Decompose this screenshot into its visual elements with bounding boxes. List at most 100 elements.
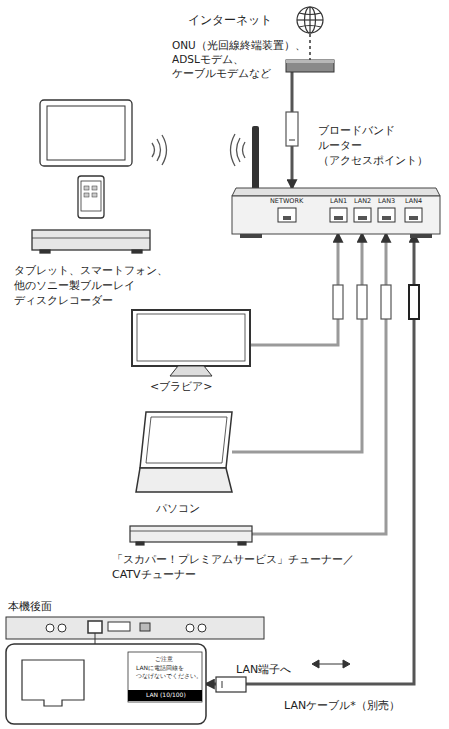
drawing-part <box>40 100 132 166</box>
drawing-part <box>381 285 391 319</box>
drawing-part <box>286 112 298 146</box>
port-label: LAN4 <box>405 197 422 206</box>
port-label: LAN1 <box>330 197 347 206</box>
drawing-part <box>221 681 222 688</box>
drawing-part <box>32 230 150 250</box>
drawing-part <box>410 234 432 238</box>
lan-plugs <box>216 112 419 692</box>
drawing-part <box>278 208 296 222</box>
drawing-part <box>286 60 334 63</box>
cable-connector <box>250 234 338 345</box>
unit-rear-panel <box>6 617 264 644</box>
node-label: <ブラビア> <box>150 380 212 395</box>
drawing-part <box>46 624 54 632</box>
lan-port-inset <box>6 644 206 724</box>
drawing-part <box>232 196 440 234</box>
laptop-icon <box>136 412 232 492</box>
drawing-part <box>283 216 291 220</box>
drawing-part <box>81 181 101 211</box>
cable-label: LANケーブル*（別売） <box>282 698 402 713</box>
node-label: ONU（光回線終端装置）、 ADSLモデム、 ケーブルモデムなど <box>172 38 312 81</box>
globe-icon <box>297 7 323 33</box>
tv-node: <ブラビア> <box>132 310 250 376</box>
drawing-part <box>409 285 419 319</box>
drawing-part <box>40 250 50 253</box>
drawing-part <box>382 216 391 220</box>
drawing-part <box>297 7 323 33</box>
drawing-part <box>132 250 142 253</box>
inset-node: ご注意LANに電話回線を つなげないでください。 LAN (10/100) <box>6 644 206 724</box>
unit-node: 本機後面 <box>6 617 264 639</box>
drawing-part <box>243 142 246 158</box>
node-label: 本機後面 <box>8 600 52 615</box>
node-label: タブレット、スマートフォン、 他のソニー製ブルーレイ ディスクレコーダー <box>14 264 179 309</box>
onu-device <box>286 60 334 72</box>
drawing-part <box>237 138 241 162</box>
drawing-part <box>140 623 150 631</box>
cable-connector <box>232 234 362 452</box>
node-label: パソコン <box>156 502 200 517</box>
drawing-part <box>334 216 343 220</box>
drawing-part <box>312 660 319 668</box>
drawing-part <box>358 216 367 220</box>
caution-text: LANに電話回線を つなげないでください。 <box>136 664 206 680</box>
port-label: LAN2 <box>354 197 371 206</box>
cable-length-arrow <box>312 660 350 668</box>
drawing-part <box>186 624 194 632</box>
drawing-part <box>278 208 422 222</box>
drawing-part <box>216 677 246 692</box>
drawing-part <box>95 633 96 644</box>
cable-connector <box>252 234 386 534</box>
drawing-part <box>238 542 246 545</box>
drawing-part <box>132 310 250 366</box>
port-label: LAN3 <box>378 197 395 206</box>
drawing-part <box>6 644 206 724</box>
tv-icon <box>132 310 250 376</box>
drawing-part <box>146 417 227 463</box>
drawing-part <box>409 216 418 220</box>
drawing-part <box>22 660 84 706</box>
pc-node: パソコン <box>136 412 232 492</box>
drawing-part <box>32 238 150 239</box>
drawing-part <box>330 208 347 222</box>
drawing-part <box>130 526 252 542</box>
drawing-part <box>130 531 252 532</box>
drawing-part <box>108 622 130 631</box>
drawing-part <box>137 314 245 361</box>
tuner-node: 「スカパー！プレミアムサービス」チューナー／ CATVチューナー <box>130 526 252 542</box>
drawing-part <box>357 285 367 319</box>
drawing-part <box>92 186 97 190</box>
drawing-part <box>84 193 89 197</box>
mobile-node: タブレット、スマートフォン、 他のソニー製ブルーレイ ディスクレコーダー <box>30 98 152 256</box>
caution-title: ご注意 <box>155 655 173 663</box>
mobile-devices <box>32 100 150 253</box>
cable-connector <box>309 34 311 60</box>
drawing-part <box>78 176 104 218</box>
drawing-part <box>58 624 66 632</box>
globe-node: インターネット <box>296 6 324 34</box>
drawing-part <box>232 188 440 196</box>
drawing-part <box>354 208 371 222</box>
drawing-part <box>162 135 167 165</box>
drawing-part <box>152 143 155 157</box>
onu-node: ONU（光回線終端装置）、 ADSLモデム、 ケーブルモデムなど <box>286 60 334 72</box>
drawing-part <box>289 139 295 140</box>
drawing-part <box>309 7 310 33</box>
drawing-part <box>286 60 334 72</box>
tuner-icon <box>130 526 252 545</box>
drawing-part <box>405 208 422 222</box>
drawing-part <box>157 139 161 161</box>
drawing-part <box>84 186 89 190</box>
port-name: LAN (10/100) <box>146 691 186 699</box>
drawing-part <box>140 412 232 468</box>
port-label: NETWORK <box>270 197 303 206</box>
drawing-part <box>378 208 395 222</box>
drawing-part <box>92 193 97 197</box>
drawing-part <box>136 468 232 492</box>
wireless-waves <box>152 134 245 166</box>
drawing-part <box>88 621 102 633</box>
drawing-part <box>283 216 418 220</box>
drawing-part <box>47 106 125 160</box>
drawing-part <box>316 664 346 665</box>
drawing-part <box>252 126 259 192</box>
